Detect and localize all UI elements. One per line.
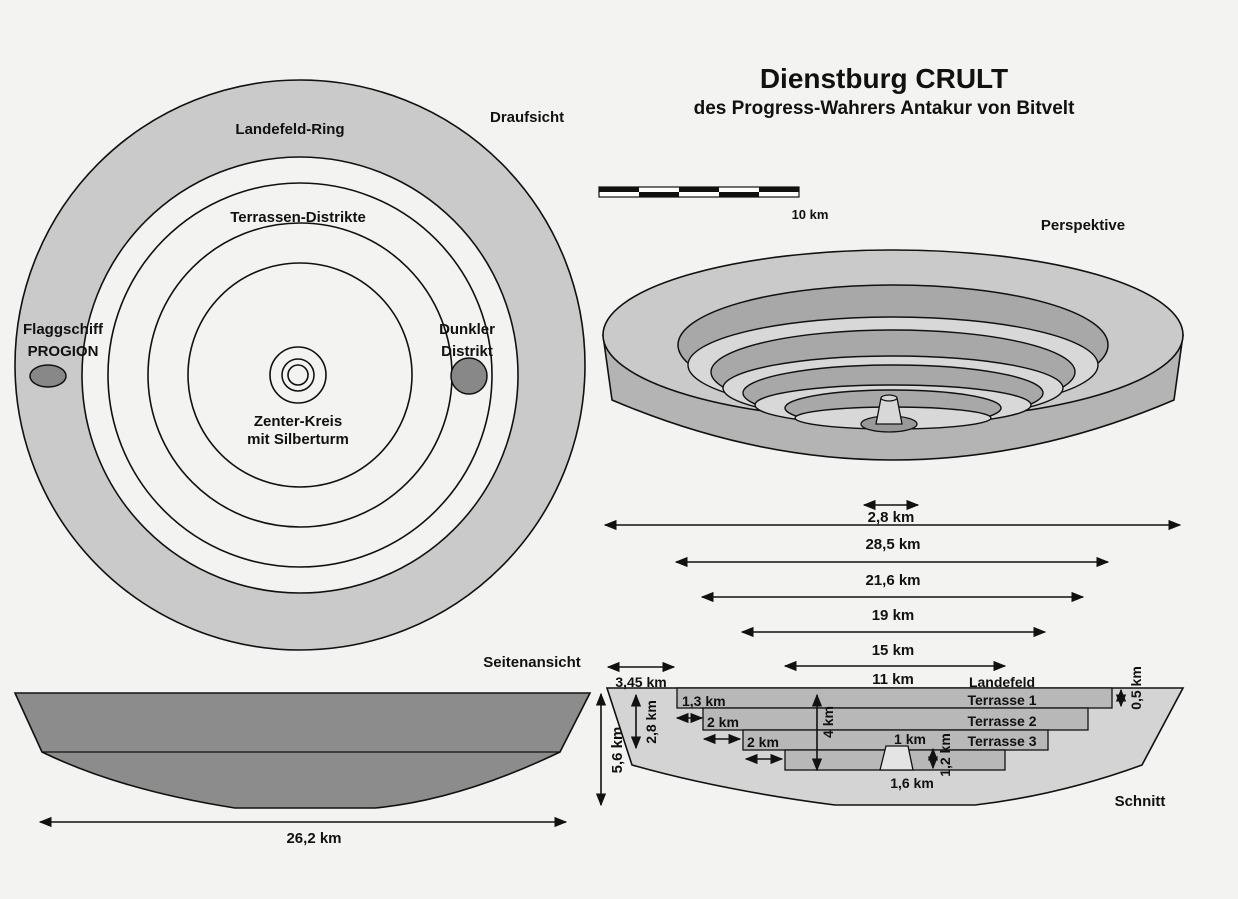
dark-district-label-1: Dunkler [439, 321, 495, 338]
landefeld-label: Landefeld [969, 674, 1035, 690]
side-view [13, 692, 607, 828]
dim-tower-base: 1,6 km [890, 775, 934, 791]
perspective-view [602, 249, 1184, 461]
dim-t3: 2 km [747, 734, 779, 750]
dim-tower-top: 1 km [894, 731, 926, 747]
terrace-1-label: Terrasse 1 [967, 692, 1036, 708]
dim-rim: 3,45 km [615, 674, 666, 690]
dim-28-5: 28,5 km [865, 536, 920, 553]
dim-15: 15 km [872, 642, 915, 659]
title: Dienstburg CRULT [760, 63, 1008, 94]
ring-label: Landefeld-Ring [235, 121, 344, 138]
dim-depth-4: 4 km [820, 706, 836, 738]
terraces-label: Terrassen-Distrikte [230, 209, 366, 226]
dim-t2: 2 km [707, 714, 739, 730]
terrace-3-label: Terrasse 3 [967, 733, 1036, 749]
dim-11: 11 km [872, 671, 914, 688]
top-view [14, 79, 586, 651]
scale-label: 10 km [792, 207, 829, 222]
dark-district-marker [450, 357, 488, 395]
terrace-2-label: Terrasse 2 [967, 713, 1036, 729]
subtitle: des Progress-Wahrers Antakur von Bitvelt [694, 98, 1075, 119]
scale-bar [598, 186, 800, 198]
side-height-label: 5,6 km [609, 727, 626, 774]
dark-district-label-2: Distrikt [441, 343, 493, 360]
flagship-label-2: PROGION [28, 343, 99, 360]
dim-19: 19 km [872, 607, 915, 624]
dim-terrace-height: 0,5 km [1128, 666, 1144, 710]
section-label: Schnitt [1115, 793, 1166, 810]
dim-depth-2-8: 2,8 km [643, 700, 659, 744]
flagship-label-1: Flaggschiff [23, 321, 104, 338]
center-label-2: mit Silberturm [247, 431, 349, 448]
section-view [605, 661, 1185, 806]
dim-tower-height: 1,2 km [937, 733, 953, 777]
dim-2-8: 2,8 km [868, 509, 915, 526]
dimension-arrows [603, 499, 1182, 672]
dim-t1: 1,3 km [682, 693, 726, 709]
perspective-label: Perspektive [1041, 217, 1125, 234]
center-label-1: Zenter-Kreis [254, 413, 342, 430]
top-view-label: Draufsicht [490, 109, 564, 126]
side-view-label: Seitenansicht [483, 654, 581, 671]
dim-21-6: 21,6 km [865, 572, 920, 589]
side-width-label: 26,2 km [286, 830, 341, 847]
flagship-marker [29, 364, 67, 388]
